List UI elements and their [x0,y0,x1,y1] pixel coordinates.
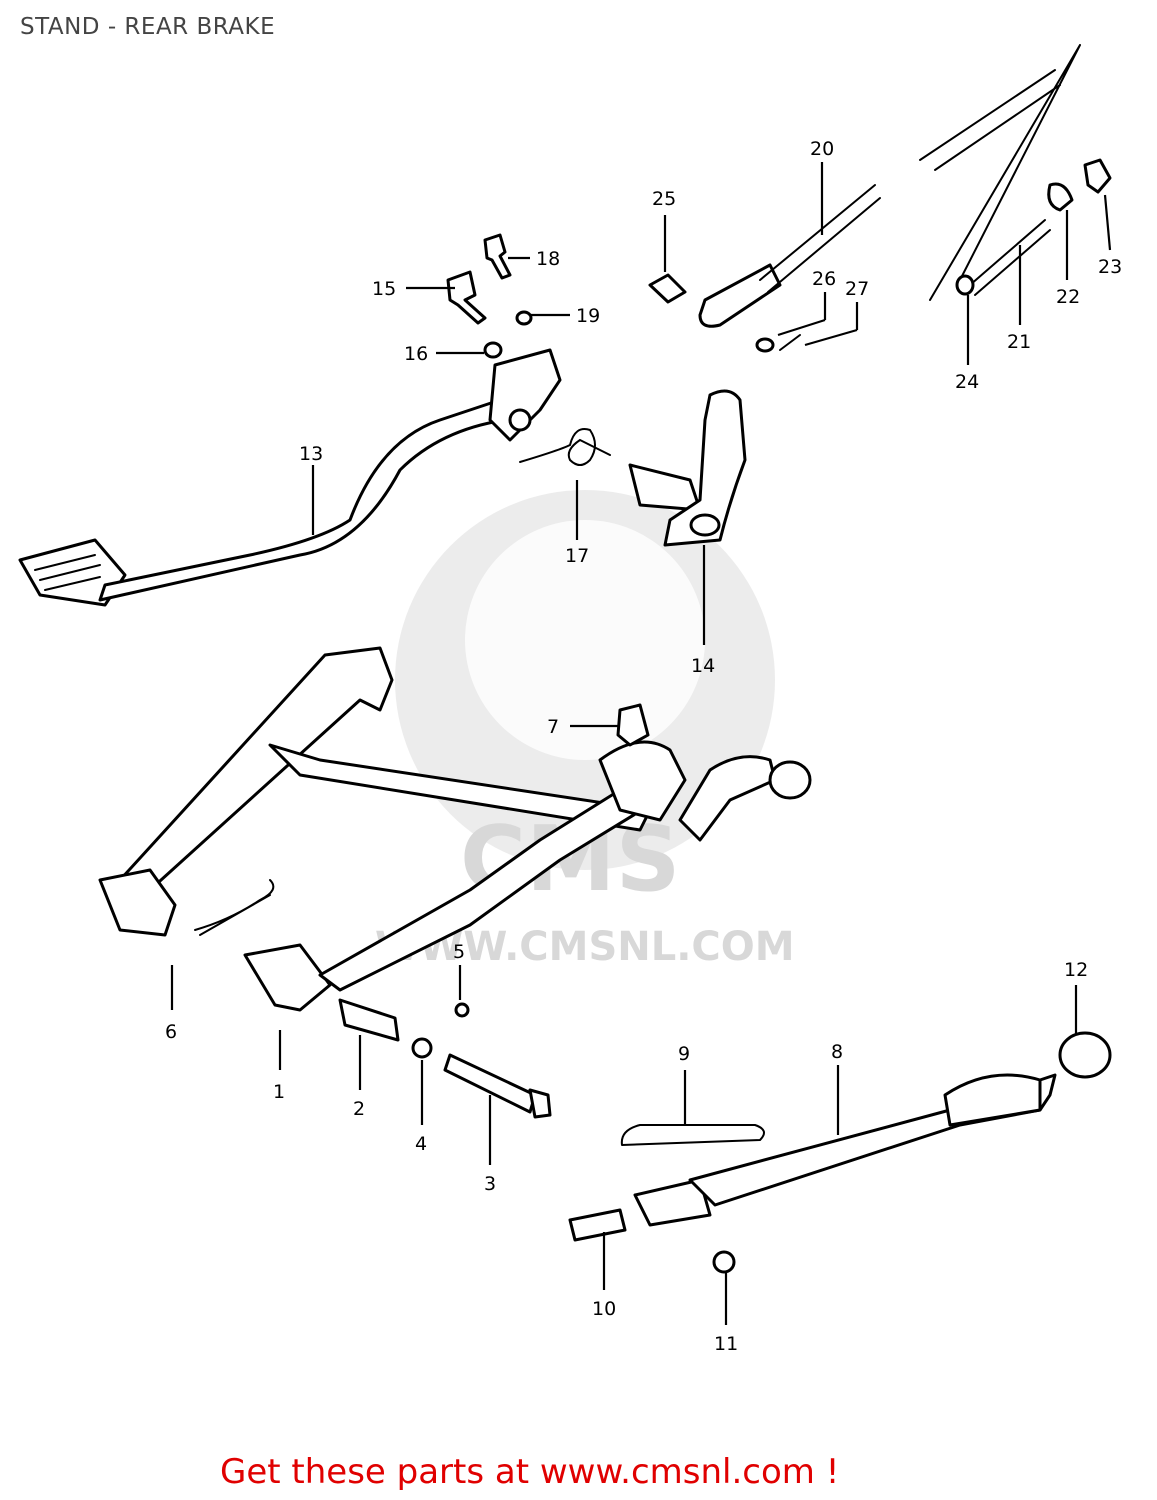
callout-11: 11 [714,1333,738,1355]
part-14-brake-arm [628,389,747,547]
leader-lines [170,162,1112,1325]
callout-4: 4 [415,1133,427,1155]
callout-22: 22 [1056,286,1080,308]
part-8-side-stand [568,1031,1112,1274]
callout-13: 13 [299,443,323,465]
callout-18: 18 [536,248,560,270]
callout-27: 27 [845,278,869,300]
page-title: STAND - REAR BRAKE [20,14,276,40]
callout-24: 24 [955,371,979,393]
callout-16: 16 [404,343,428,365]
part-13-brake-pedal [18,348,562,607]
callout-12: 12 [1064,959,1088,981]
callout-2: 2 [353,1098,365,1120]
callout-9: 9 [678,1043,690,1065]
callout-7: 7 [547,716,559,738]
callout-20: 20 [810,138,834,160]
callout-labels: 1 2 3 4 5 6 7 8 9 10 11 12 13 14 15 16 1… [165,138,1122,1355]
stand-hardware [338,703,650,1119]
callout-14: 14 [691,655,715,677]
callout-25: 25 [652,188,676,210]
small-hardware [446,44,1112,359]
callout-15: 15 [372,278,396,300]
part-17-spring [519,428,611,466]
callout-10: 10 [592,1298,616,1320]
callout-19: 19 [576,305,600,327]
part-1-main-stand [98,646,812,1012]
callout-3: 3 [484,1173,496,1195]
callout-5: 5 [453,941,465,963]
callout-8: 8 [831,1041,843,1063]
callout-6: 6 [165,1021,177,1043]
callout-26: 26 [812,268,836,290]
callout-17: 17 [565,545,589,567]
callout-21: 21 [1007,331,1031,353]
callout-1: 1 [273,1081,285,1103]
callout-23: 23 [1098,256,1122,278]
footer-link[interactable]: Get these parts at www.cmsnl.com ! [220,1452,840,1492]
